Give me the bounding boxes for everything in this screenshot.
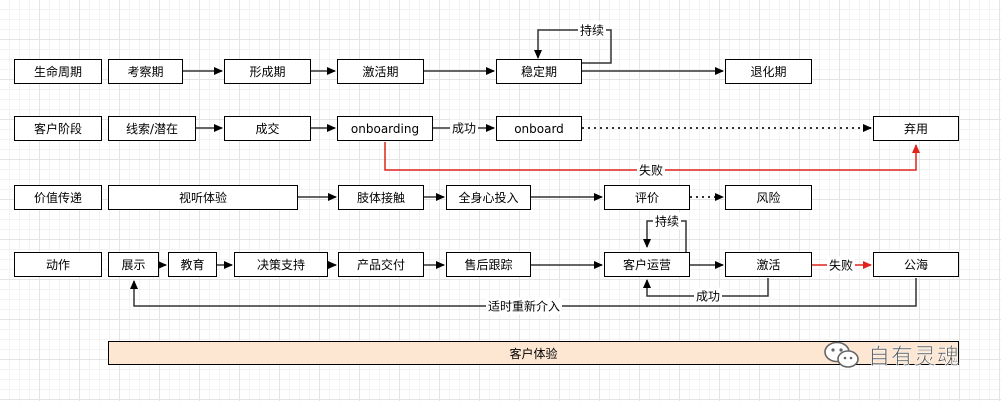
watermark: 自有灵魂 [822, 340, 960, 370]
stage-value-2: 肢体接触 [338, 185, 424, 210]
stage-value-1: 视听体验 [108, 185, 298, 210]
label-lifecycle-loop: 持续 [577, 21, 607, 39]
stage-action-8: 公海 [873, 252, 959, 277]
stage-action-4: 产品交付 [338, 252, 424, 277]
stage-customer-2: 成交 [224, 116, 311, 141]
label-customer-fail: 失败 [636, 161, 666, 179]
label-action-loop: 持续 [652, 212, 682, 230]
stage-lifecycle-5: 退化期 [725, 59, 812, 84]
stage-action-7: 激活 [725, 252, 812, 277]
stage-action-6: 客户运营 [604, 252, 690, 277]
stage-value-5: 风险 [725, 185, 812, 210]
stage-lifecycle-4: 稳定期 [496, 59, 582, 84]
stage-customer-5: 弃用 [873, 116, 959, 141]
stage-lifecycle-3: 激活期 [337, 59, 424, 84]
stage-value-3: 全身心投入 [446, 185, 531, 210]
stage-action-1: 展示 [108, 252, 159, 277]
stage-action-3: 决策支持 [234, 252, 328, 277]
stage-action-2: 教育 [168, 252, 217, 277]
row-header-customer-stage: 客户阶段 [14, 116, 102, 141]
stage-action-5: 售后跟踪 [446, 252, 531, 277]
wechat-icon [824, 341, 859, 368]
stage-customer-1: 线索/潜在 [108, 116, 196, 141]
stage-customer-3: onboarding [337, 116, 433, 141]
label-customer-success: 成功 [449, 119, 479, 137]
stage-value-4: 评价 [604, 185, 690, 210]
stage-customer-4: onboard [496, 116, 582, 141]
stage-lifecycle-1: 考察期 [108, 59, 183, 84]
label-action-reengage: 适时重新介入 [485, 297, 563, 315]
watermark-text: 自有灵魂 [868, 345, 961, 371]
edge-lifecycle-loop [534, 29, 612, 64]
label-action-fail: 失败 [826, 256, 856, 274]
row-header-lifecycle: 生命周期 [14, 59, 102, 84]
label-action-success: 成功 [693, 287, 723, 305]
row-header-value-delivery: 价值传递 [14, 185, 102, 210]
row-header-actions: 动作 [14, 252, 102, 277]
stage-lifecycle-2: 形成期 [224, 59, 311, 84]
customer-experience-bar: 客户体验 [108, 341, 959, 365]
